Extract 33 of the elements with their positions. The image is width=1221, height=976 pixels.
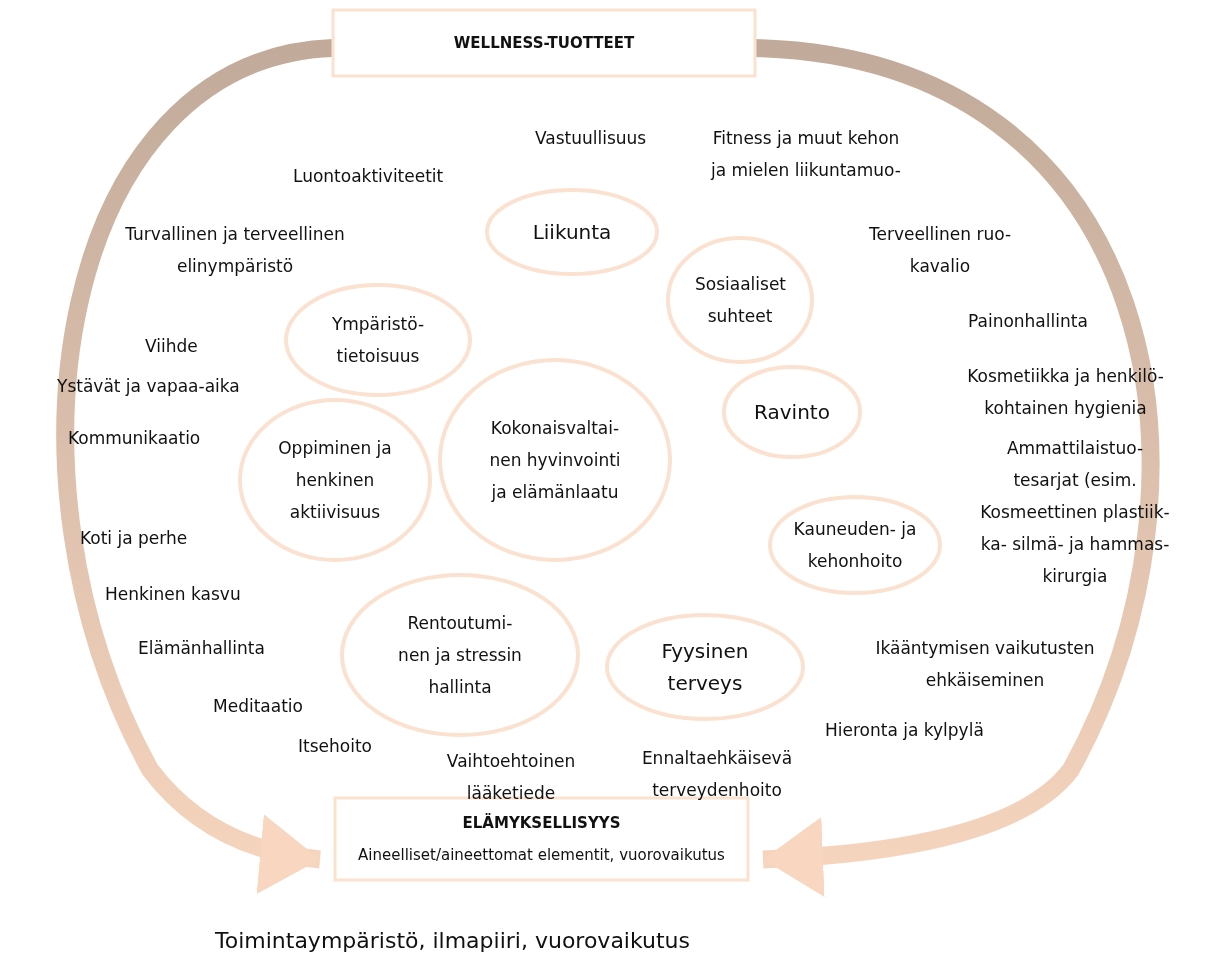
- topic-label: Fitness ja muut kehon ja mielen liikuntamuo-: [709, 127, 902, 182]
- ellipse-label: Kauneuden- ja kehonhoito: [792, 518, 918, 573]
- topic-label: Vaihtoehtoinen lääketiede: [445, 750, 577, 805]
- topic-label: Hieronta ja kylpylä: [825, 719, 984, 742]
- topic-label: Elämänhallinta: [138, 637, 265, 660]
- ellipse-label: Sosiaaliset suhteet: [695, 273, 785, 328]
- topic-label: Meditaatio: [213, 695, 303, 718]
- ellipse-label: Fyysinen terveys: [660, 638, 750, 697]
- topic-label: Ammattilaistuo- tesarjat (esim. Kosmeettinen plastiik- ka- silmä- ja hammas- kirurgia: [979, 437, 1171, 588]
- box-heading: WELLNESS-TUOTTEET: [453, 33, 635, 54]
- topic-label: Painonhallinta: [968, 310, 1088, 333]
- topic-label: Henkinen kasvu: [105, 583, 241, 606]
- topic-label: Luontoaktiviteetit: [293, 165, 444, 188]
- topic-label: Ystävät ja vapaa-aika: [57, 375, 240, 398]
- ellipse-label: Rentoutumi- nen ja stressin hallinta: [397, 612, 523, 699]
- ellipse-label: Kokonaisvaltai- nen hyvinvointi ja elämänlaatu: [488, 417, 622, 504]
- box-text: Aineelliset/aineettomat elementit, vuorovaikutus: [358, 845, 725, 866]
- topic-label: Vastuullisuus: [535, 127, 647, 150]
- topic-label: Kosmetiikka ja henkilö- kohtainen hygienia: [966, 365, 1165, 420]
- ellipse-label: Ravinto: [754, 399, 830, 426]
- topic-label: Viihde: [145, 335, 198, 358]
- topic-label: Ennaltaehkäisevä terveydenhoito: [640, 747, 794, 802]
- ellipse-label: Liikunta: [532, 219, 612, 246]
- topic-label: Terveellinen ruo- kavalio: [867, 223, 1013, 278]
- ellipse-label: Oppiminen ja henkinen aktiivisuus: [277, 437, 393, 524]
- ellipse-label: Ympäristö- tietoisuus: [330, 313, 426, 368]
- topic-label: Kommunikaatio: [68, 427, 201, 450]
- topic-label: Koti ja perhe: [80, 527, 188, 550]
- box-heading: ELÄMYKSELLISYYS: [462, 812, 621, 834]
- topic-label: Turvallinen ja terveellinen elinympäristö: [124, 223, 346, 278]
- topic-label: Ikääntymisen vaikutusten ehkäiseminen: [874, 637, 1096, 692]
- footer-text: Toimintaympäristö, ilmapiiri, vuorovaikutus: [215, 927, 691, 955]
- topic-label: Itsehoito: [298, 735, 372, 758]
